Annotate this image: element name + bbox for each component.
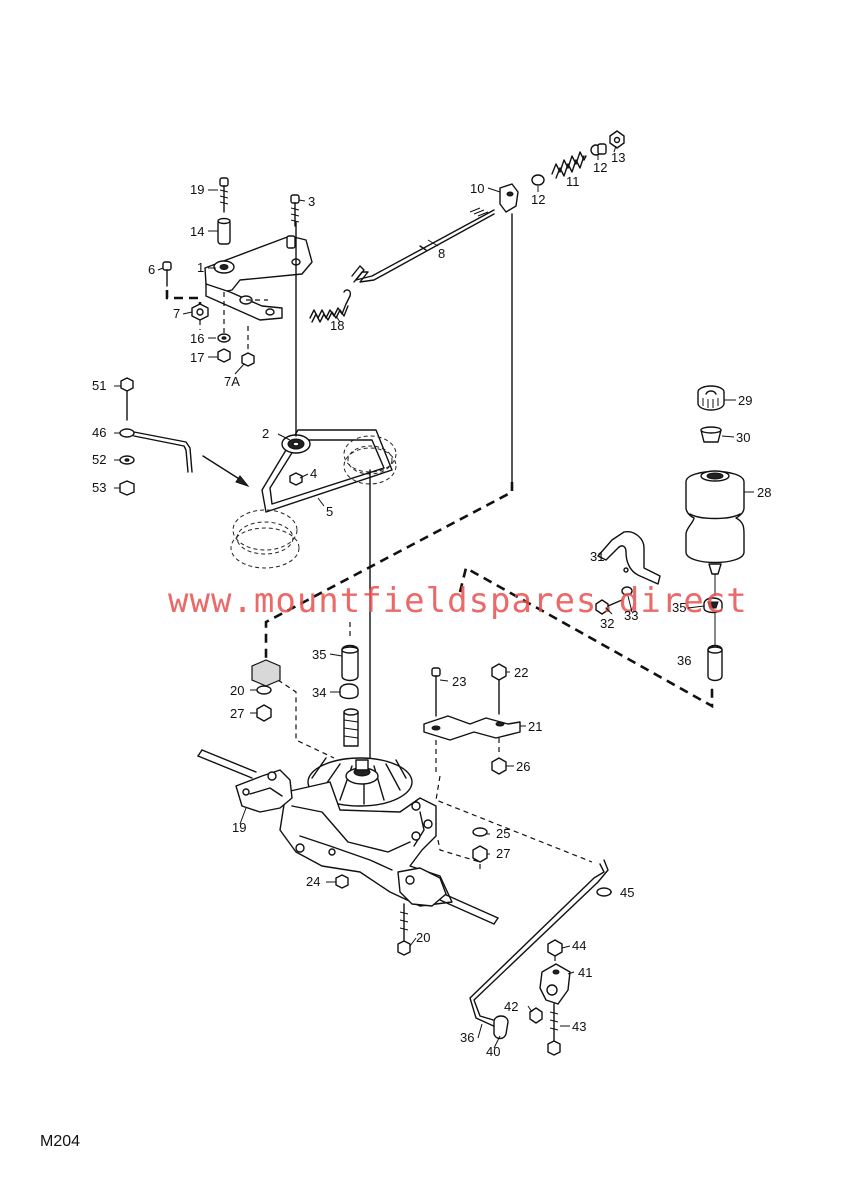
callout-16: 16 xyxy=(190,331,204,346)
callout-29: 28 xyxy=(757,485,771,500)
callout-7a: 7A xyxy=(224,374,240,389)
callout-44: 43 xyxy=(572,1019,586,1034)
callout-22: 24 xyxy=(306,874,320,889)
callout-2: 2 xyxy=(262,426,269,441)
callout-labels xyxy=(114,145,754,1049)
callout-4: 4 xyxy=(310,466,317,481)
callout-45: 44 xyxy=(572,938,586,953)
callout-36-left: 35 xyxy=(312,647,326,662)
callout-28: 27 xyxy=(230,706,244,721)
diagram-code: M204 xyxy=(40,1133,81,1150)
callout-31: 30 xyxy=(736,430,750,445)
belt-and-pulley-assembly xyxy=(119,221,397,777)
callout-41: 40 xyxy=(486,1044,500,1059)
callout-40: 36 xyxy=(460,1030,474,1045)
callout-42: 41 xyxy=(578,965,592,980)
callout-18: 18 xyxy=(330,318,344,333)
callout-52: 51 xyxy=(92,378,106,393)
callout-8: 8 xyxy=(438,246,445,261)
callout-30: 29 xyxy=(738,393,752,408)
watermark-text: www.mountfieldspares.direct xyxy=(168,581,748,621)
bracket-23-assembly xyxy=(423,663,521,863)
control-rod-and-spring xyxy=(309,130,625,483)
callout-10: 10 xyxy=(470,181,484,196)
callout-17: 17 xyxy=(190,350,204,365)
callout-20: 19 xyxy=(232,820,246,835)
callout-26: 25 xyxy=(496,826,510,841)
callout-35-right: 35 xyxy=(672,600,686,615)
callout-46: 45 xyxy=(620,885,634,900)
callout-51: 46 xyxy=(92,425,106,440)
callout-13: 13 xyxy=(611,150,625,165)
callout-25: 23 xyxy=(452,674,466,689)
callout-7: 7 xyxy=(173,306,180,321)
callout-54: 53 xyxy=(92,480,106,495)
callout-27-lower: 27 xyxy=(496,846,510,861)
callout-33: 32 xyxy=(600,616,614,631)
callout-11: 11 xyxy=(566,174,580,189)
callout-34: 33 xyxy=(624,608,638,623)
transaxle-assembly xyxy=(197,644,499,956)
control-lever-assembly xyxy=(162,177,313,367)
callout-19: 20 xyxy=(230,683,244,698)
linkage-rod-assembly xyxy=(469,859,612,1056)
routing-lines xyxy=(264,482,714,870)
callout-43: 42 xyxy=(504,999,518,1014)
callout-27-upper: 26 xyxy=(516,759,530,774)
callout-12-left: 12 xyxy=(531,192,545,207)
callout-14: 14 xyxy=(190,224,204,239)
callout-21: 20 xyxy=(416,930,430,945)
callout-24: 22 xyxy=(514,665,528,680)
callout-3: 3 xyxy=(308,194,315,209)
callout-32: 31 xyxy=(590,549,604,564)
callout-1: 1 xyxy=(197,260,204,275)
callout-35-left: 34 xyxy=(312,685,326,700)
callout-23: 21 xyxy=(528,719,542,734)
oil-reservoir-assembly xyxy=(595,385,745,682)
callout-12-right: 12 xyxy=(593,160,607,175)
callout-5: 5 xyxy=(326,504,333,519)
callout-53: 52 xyxy=(92,452,106,467)
callout-15: 19 xyxy=(190,182,204,197)
callout-36-right: 36 xyxy=(677,653,691,668)
callout-6: 6 xyxy=(148,262,155,277)
